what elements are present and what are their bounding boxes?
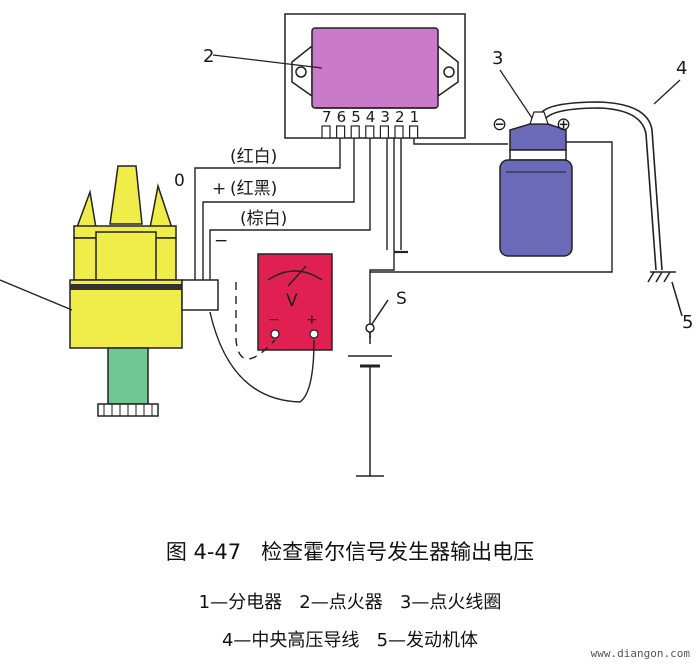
igniter-pin-tab-1 — [409, 125, 419, 139]
callout-1-leader — [0, 279, 73, 311]
voltmeter — [257, 253, 333, 351]
switch-and-battery — [348, 299, 392, 477]
wire-minus-label: − — [214, 231, 228, 251]
watermark: www.diangon.com — [590, 647, 690, 660]
voltmeter-plus: + — [306, 312, 318, 328]
ignition-coil — [499, 111, 573, 257]
voltmeter-minus: − — [268, 312, 280, 328]
figure-legend-line-1: 1—分电器 2—点火器 3—点火线圈 — [198, 592, 502, 613]
switch-label: S — [396, 289, 407, 309]
coil-plus-terminal: ⊕ — [556, 114, 571, 135]
callout-4: 4 — [676, 58, 687, 79]
igniter-pin-label-7: 7 — [322, 108, 332, 126]
wire-plus-label: + — [212, 179, 226, 199]
igniter-pin-label-4: 4 — [366, 108, 376, 126]
igniter-pin-tab-4 — [365, 125, 375, 139]
igniter-pin-label-1: 1 — [410, 108, 420, 126]
igniter-pin-tab-6 — [336, 125, 346, 139]
igniter-pin-tab-2 — [394, 125, 404, 139]
igniter — [284, 13, 466, 139]
coil-body — [499, 159, 573, 257]
callout-3: 3 — [492, 48, 503, 69]
distributor-base — [107, 347, 149, 405]
figure-title: 图 4-47 检查霍尔信号发生器输出电压 — [165, 540, 535, 564]
wire-label-brown-white: (棕白) — [240, 209, 287, 229]
high-voltage-lead — [541, 101, 663, 271]
figure-legend-line-2: 4—中央高压导线 5—发动机体 — [221, 630, 479, 651]
wire-zero-label: 0 — [174, 171, 185, 191]
igniter-pin-label-6: 6 — [337, 108, 347, 126]
igniter-pin-tab-3 — [379, 125, 389, 139]
distributor — [69, 165, 219, 417]
engine-ground — [647, 271, 683, 317]
igniter-pin-label-5: 5 — [351, 108, 361, 126]
igniter-pin-tab-7 — [321, 125, 331, 139]
callout-2: 2 — [203, 46, 214, 67]
voltmeter-symbol: V — [286, 291, 298, 311]
callout-5: 5 — [682, 312, 693, 333]
wiring — [194, 138, 613, 338]
wire-label-red-white: (红白) — [230, 147, 277, 167]
coil-minus-terminal: ⊖ — [492, 114, 507, 135]
igniter-pin-label-3: 3 — [380, 108, 390, 126]
igniter-pin-tab-5 — [350, 125, 360, 139]
wire-label-red-black: (红黑) — [230, 179, 277, 199]
igniter-body — [311, 27, 439, 109]
voltmeter-leads — [209, 282, 315, 403]
igniter-pin-label-2: 2 — [395, 108, 405, 126]
igniter-pin-tabs — [321, 125, 419, 139]
